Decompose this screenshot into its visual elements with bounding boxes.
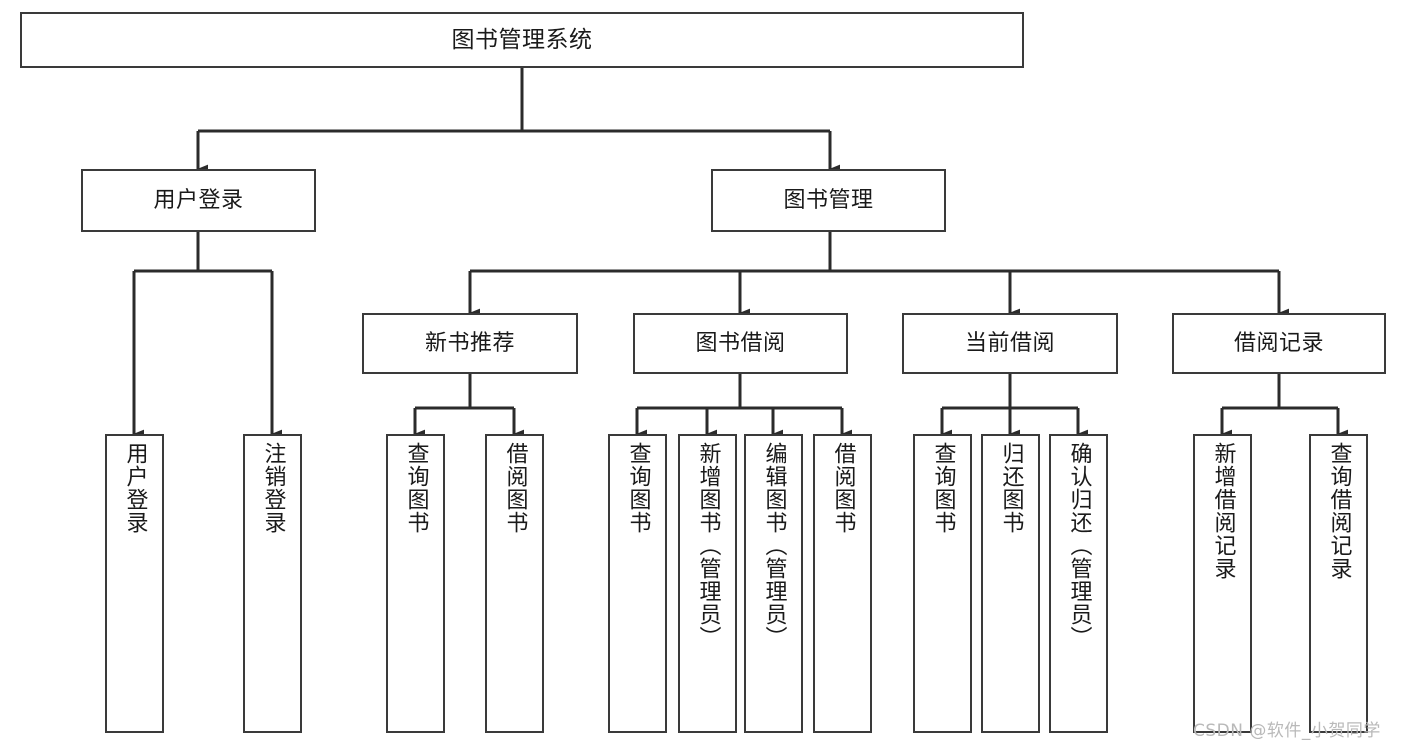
leaf-new-book-2[interactable]: 借阅图书 — [485, 434, 544, 733]
node-label: 编辑图书（管理员） — [761, 442, 787, 649]
node-label: 新增图书（管理员） — [695, 442, 721, 649]
node-label: 图书借阅 — [695, 330, 786, 356]
leaf-book-borrow-4[interactable]: 借阅图书 — [813, 434, 872, 733]
node-root-book-management-system[interactable]: 图书管理系统 — [20, 12, 1024, 68]
leaf-user-login-1[interactable]: 用户登录 — [105, 434, 164, 733]
node-label: 借阅记录 — [1233, 330, 1324, 356]
node-label: 当前借阅 — [964, 330, 1055, 356]
node-label: 查询图书 — [625, 442, 651, 534]
node-label: 查询图书 — [403, 442, 429, 534]
node-label: 图书管理 — [783, 187, 874, 213]
leaf-borrow-record-2[interactable]: 查询借阅记录 — [1309, 434, 1368, 733]
node-label: 查询图书 — [930, 442, 956, 534]
leaf-book-borrow-3[interactable]: 编辑图书（管理员） — [744, 434, 803, 733]
leaf-user-login-2[interactable]: 注销登录 — [243, 434, 302, 733]
node-user-login[interactable]: 用户登录 — [81, 169, 316, 232]
leaf-current-borrow-1[interactable]: 查询图书 — [913, 434, 972, 733]
leaf-new-book-1[interactable]: 查询图书 — [386, 434, 445, 733]
node-label: 注销登录 — [260, 442, 286, 534]
node-label: 新增借阅记录 — [1210, 442, 1236, 580]
leaf-book-borrow-1[interactable]: 查询图书 — [608, 434, 667, 733]
node-label: 查询借阅记录 — [1326, 442, 1352, 580]
node-current-borrow[interactable]: 当前借阅 — [902, 313, 1118, 374]
node-book-management[interactable]: 图书管理 — [711, 169, 946, 232]
node-label: 图书管理系统 — [451, 26, 593, 53]
node-label: 借阅图书 — [830, 442, 856, 534]
csdn-watermark: CSDN @软件_小贺同学 — [1193, 721, 1381, 741]
node-book-borrow[interactable]: 图书借阅 — [633, 313, 848, 374]
node-label: 归还图书 — [998, 442, 1024, 534]
node-label: 用户登录 — [153, 187, 244, 213]
node-label: 确认归还（管理员） — [1066, 442, 1092, 649]
node-new-book-recommend[interactable]: 新书推荐 — [362, 313, 578, 374]
leaf-current-borrow-2[interactable]: 归还图书 — [981, 434, 1040, 733]
node-label: 借阅图书 — [502, 442, 528, 534]
node-label: 新书推荐 — [424, 330, 515, 356]
node-borrow-record[interactable]: 借阅记录 — [1172, 313, 1386, 374]
node-label: 用户登录 — [122, 442, 148, 534]
leaf-current-borrow-3[interactable]: 确认归还（管理员） — [1049, 434, 1108, 733]
leaf-borrow-record-1[interactable]: 新增借阅记录 — [1193, 434, 1252, 733]
leaf-book-borrow-2[interactable]: 新增图书（管理员） — [678, 434, 737, 733]
